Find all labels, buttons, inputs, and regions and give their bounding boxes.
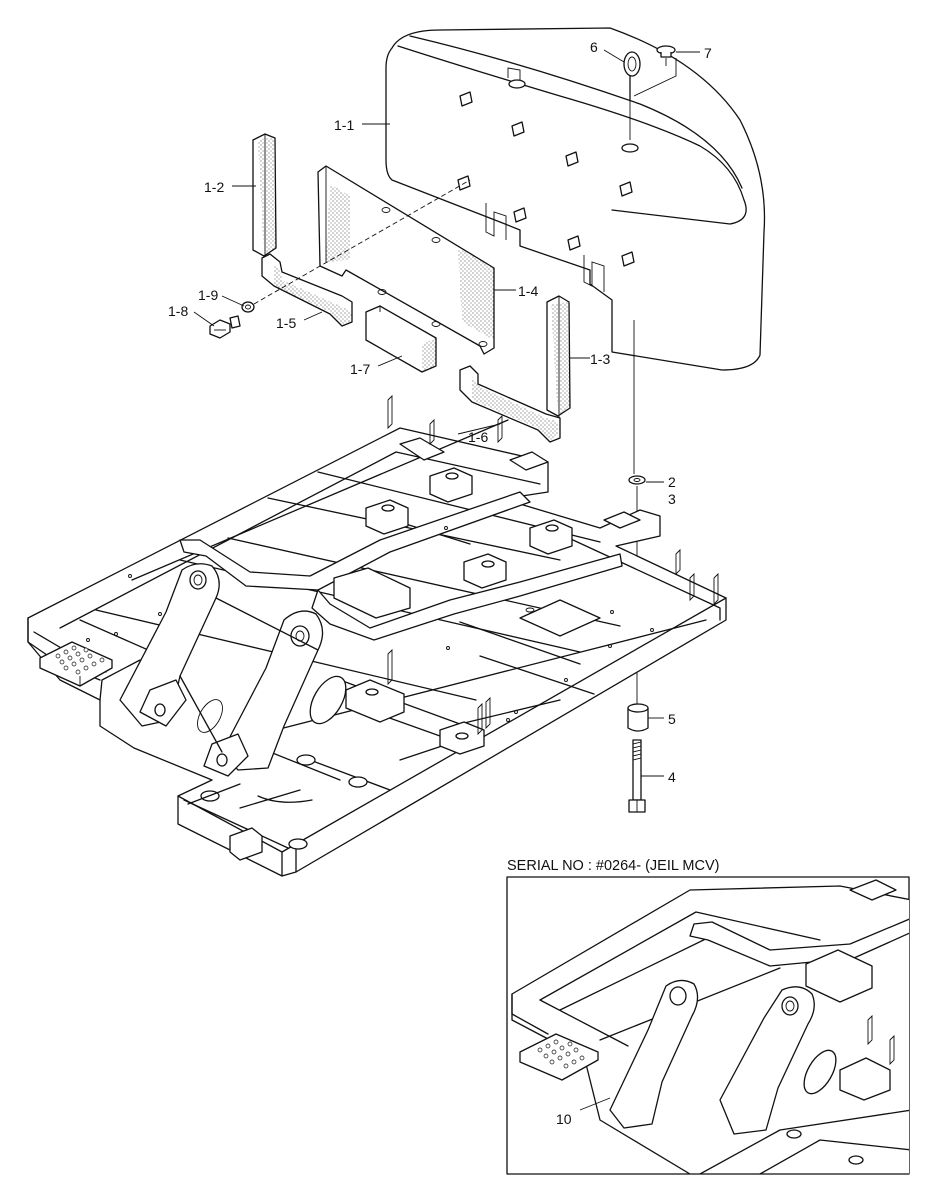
bolt-4: [628, 739, 646, 813]
washer-2-3: [628, 475, 646, 485]
callout-1-2: 1-2: [204, 179, 224, 195]
corner-pads: [187, 451, 641, 861]
cover-screw: [656, 45, 676, 66]
callout-1-1: 1-1: [334, 117, 354, 133]
side-plate-right: [546, 295, 571, 418]
serial-inset: SERIAL NO : #0264- (JEIL MCV): [506, 858, 910, 1175]
side-plate-left: [252, 133, 277, 258]
weight-plate: [317, 165, 495, 355]
callout-1-4: 1-4: [518, 283, 538, 299]
callout-10: 10: [556, 1111, 572, 1127]
eyebolt: [623, 51, 641, 140]
callout-1-8: 1-8: [168, 303, 188, 319]
washer-1-9: [241, 301, 255, 313]
callout-4: 4: [668, 769, 676, 785]
access-step: [39, 641, 113, 687]
sleeve-5: [627, 703, 649, 732]
spacer-block: [365, 305, 437, 373]
callout-2: 2: [668, 474, 676, 490]
frame-holes: [86, 526, 654, 722]
upper-frame: [27, 394, 727, 877]
inset-serial-title: SERIAL NO : #0264- (JEIL MCV): [507, 858, 719, 874]
callout-1-6: 1-6: [468, 429, 488, 445]
callout-labels: 1-1 1-2 1-3 1-4 1-5 1-6 1-7 1-8 1-9 2 3 …: [168, 39, 712, 1127]
callout-5: 5: [668, 711, 676, 727]
callout-7: 7: [704, 45, 712, 61]
callout-3: 3: [668, 491, 676, 507]
spacer-right: [459, 365, 561, 443]
frame-tabs: [387, 394, 719, 736]
callout-1-5: 1-5: [276, 315, 296, 331]
bolt-axis-line: [253, 179, 471, 305]
leader-lines: [193, 49, 700, 1111]
callout-6: 6: [590, 39, 598, 55]
inset-detail-view: [511, 879, 909, 1174]
spacer-left: [261, 253, 353, 327]
counterweight-part: [385, 27, 766, 371]
callout-1-3: 1-3: [590, 351, 610, 367]
callout-1-9: 1-9: [198, 287, 218, 303]
boom-foot-brackets: [119, 563, 347, 777]
engine-mounts: [333, 437, 601, 755]
bolt-1-8: [209, 315, 241, 339]
callout-1-7: 1-7: [350, 361, 370, 377]
counterweight-studs: [457, 91, 635, 267]
